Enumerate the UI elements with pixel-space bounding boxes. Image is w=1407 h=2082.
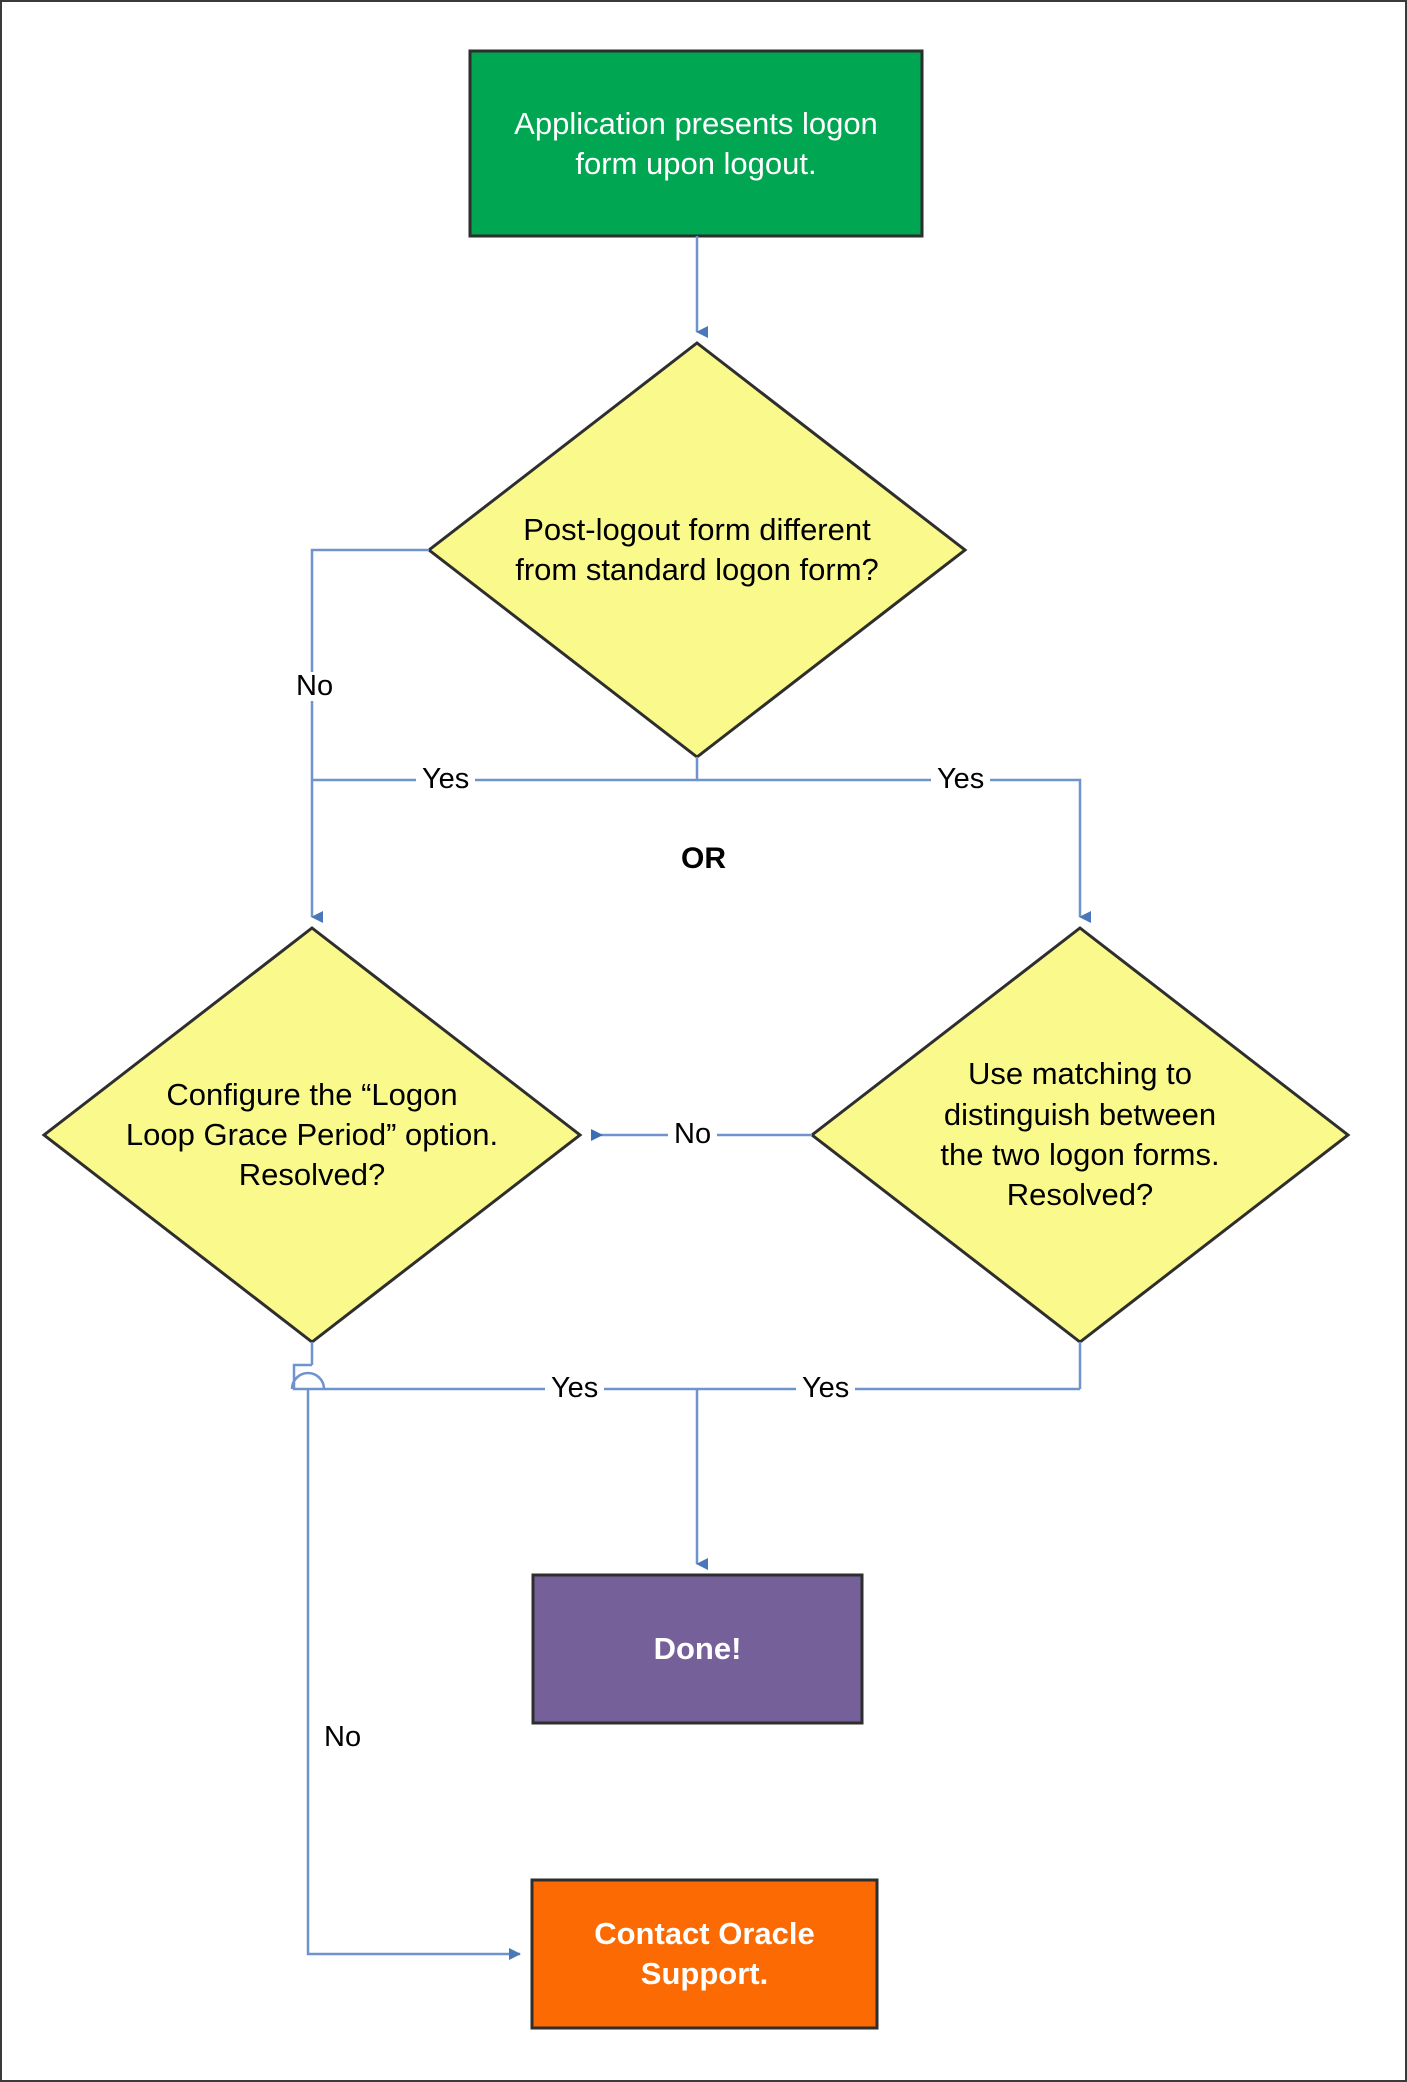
edge-label-yes-matching-bottom: Yes <box>796 1374 856 1403</box>
edge-no-post-logout-to-grace <box>310 548 429 923</box>
edge-label-no-matching-to-grace: No <box>668 1120 718 1149</box>
edge-yes-bus-left <box>312 757 699 782</box>
node-done-shape[interactable] <box>531 1573 864 1725</box>
edge-label-yes-grace-bottom: Yes <box>545 1374 605 1403</box>
edge-label-no-post-logout: No <box>290 672 340 701</box>
edge-label-or: OR <box>675 844 732 874</box>
edge-label-yes-right: Yes <box>931 765 991 794</box>
edge-label-yes-left: Yes <box>416 765 476 794</box>
node-decision-post-logout-form-shape[interactable] <box>426 341 968 759</box>
node-contact-support-shape[interactable] <box>530 1878 879 2030</box>
edge-no-grace-to-support <box>306 1389 521 1960</box>
edge-yes-bus-right <box>697 778 1091 923</box>
edge-jump-arc <box>290 1371 326 1390</box>
edge-label-no-grace-to-support: No <box>318 1723 368 1752</box>
node-start-shape[interactable] <box>468 49 924 238</box>
node-decision-grace-period-shape[interactable] <box>41 926 583 1344</box>
node-decision-matching-shape[interactable] <box>809 926 1351 1344</box>
